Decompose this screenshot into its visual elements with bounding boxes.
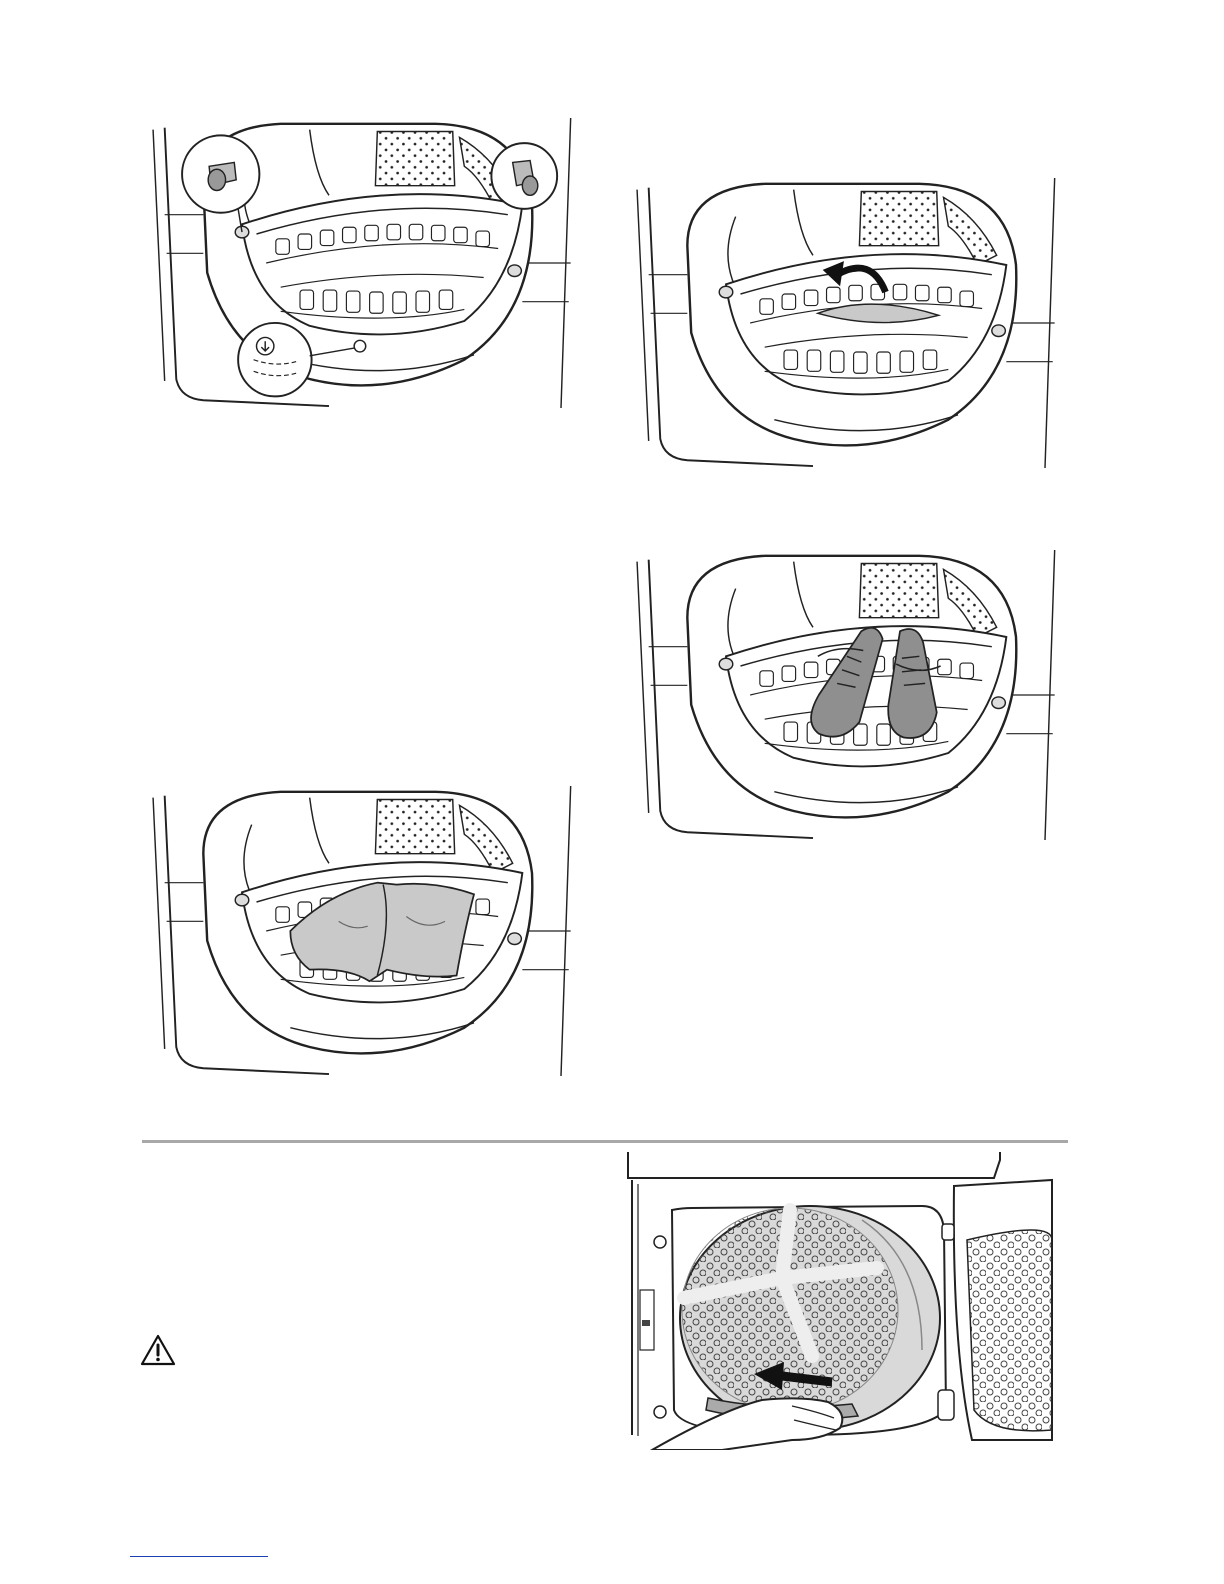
drum-filter-svg — [622, 1150, 1054, 1450]
warning-triangle-icon — [140, 1333, 176, 1367]
basket-shoes-svg — [622, 550, 1062, 840]
drum-filter-removal-illustration — [622, 1150, 1054, 1450]
dryer-door — [938, 1180, 1052, 1440]
basket-flap-fold-illustration — [622, 178, 1062, 468]
basket-latches-svg — [138, 118, 578, 408]
basket-with-shoes-illustration — [622, 550, 1062, 840]
basket-sweater-svg — [138, 786, 578, 1076]
pull-arrow-icon — [782, 1376, 832, 1382]
section-divider — [142, 1140, 1068, 1143]
footer-rule — [130, 1556, 268, 1557]
basket-flap-svg — [622, 178, 1062, 468]
right-latch-callout — [491, 143, 557, 209]
drum — [680, 1206, 940, 1430]
basket-with-sweater-illustration — [138, 786, 578, 1076]
basket-latches-detail-illustration — [138, 118, 578, 408]
